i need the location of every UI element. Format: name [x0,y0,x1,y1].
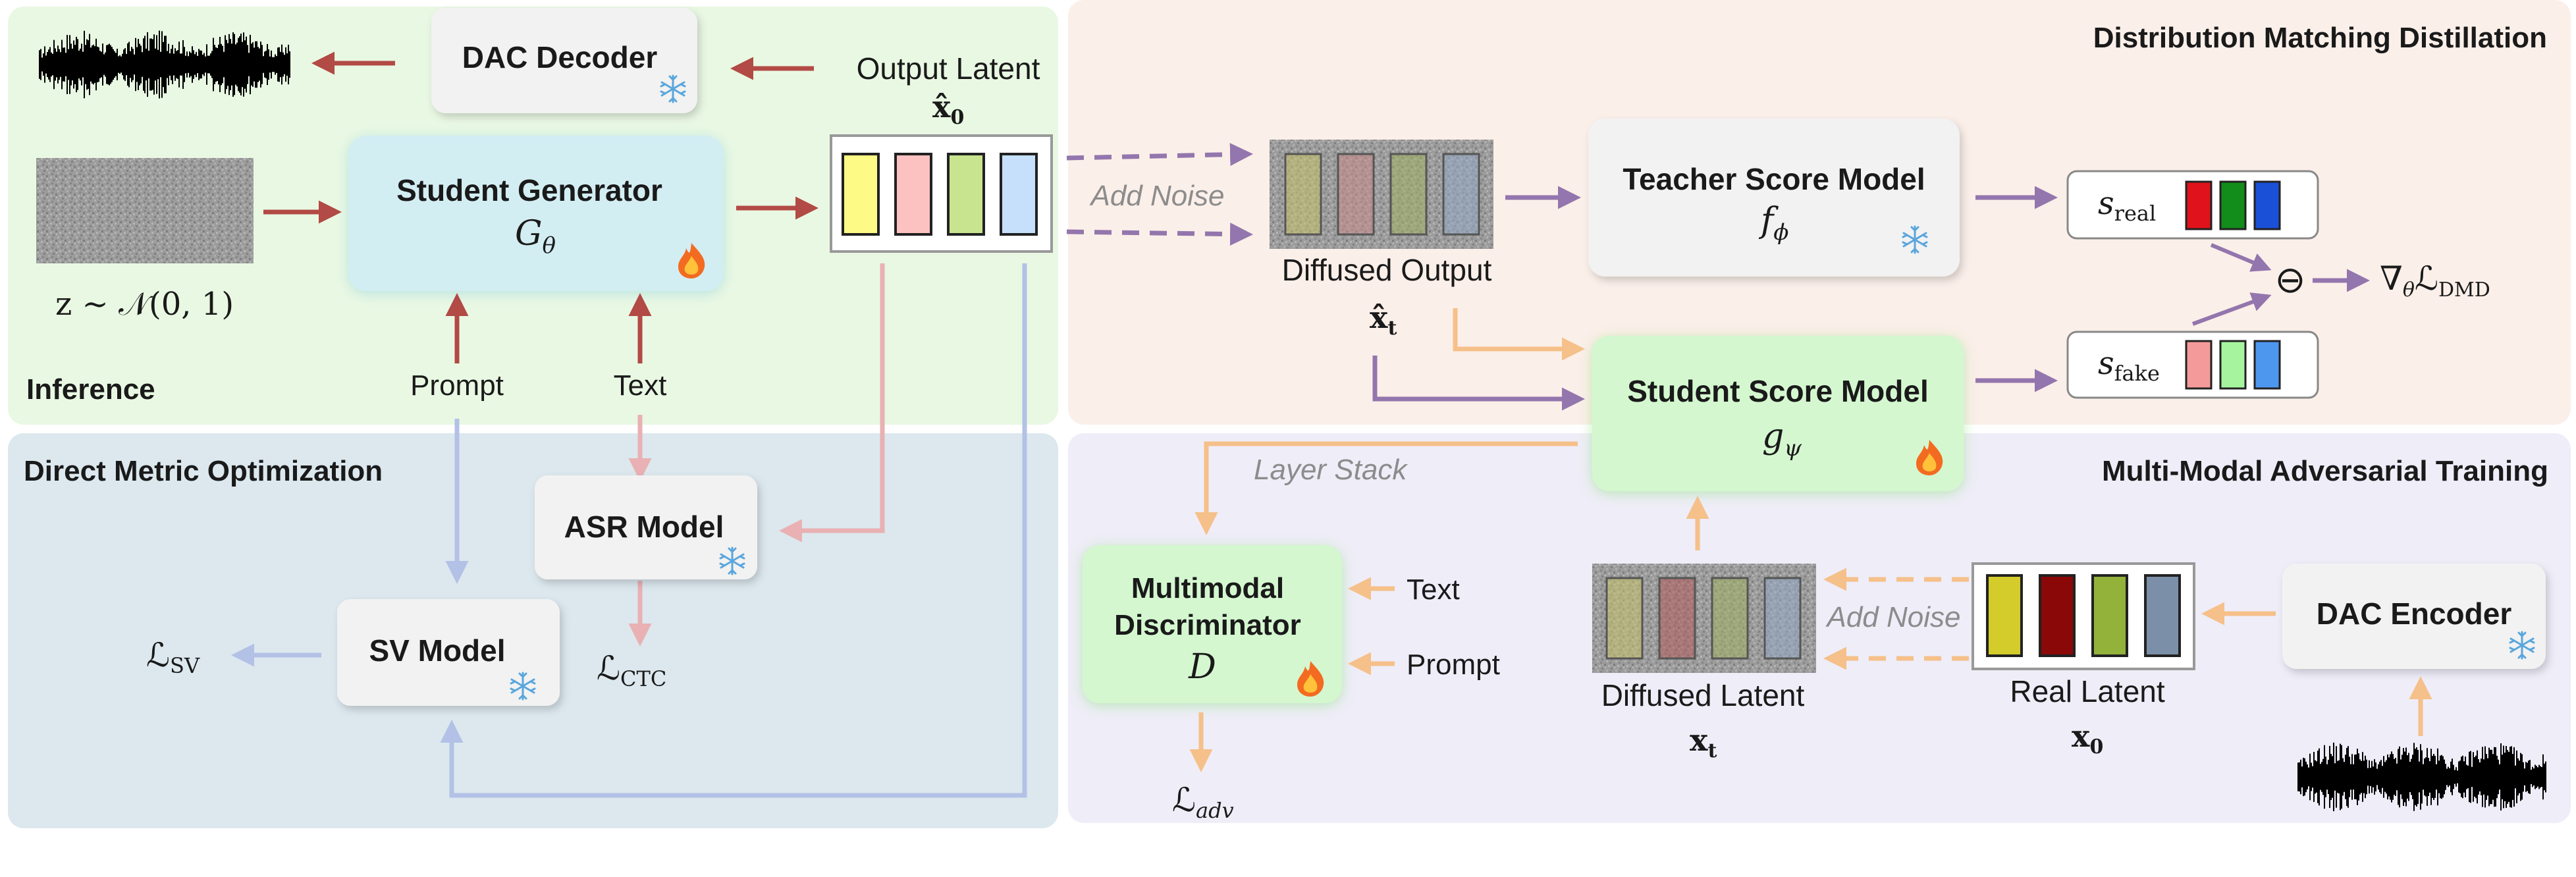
adv-loss-label: ℒadv [1172,781,1234,823]
inference-region-title: Inference [26,373,155,406]
output-waveform [39,30,290,99]
s-real-box: sreal [2066,170,2319,240]
real-latent-cell-3 [2091,574,2128,657]
diffused-cell-1 [1284,153,1322,236]
teacher-score-block: Teacher Score Model fϕ [1588,119,1960,277]
diffused-cell-3 [1389,153,1428,236]
student-score-title: Student Score Model [1627,374,1928,408]
diffused-latent-group: Diffused Latent xt [1592,564,1816,762]
layer-stack-arrow [1194,441,1578,535]
dac-encoder-block: DAC Encoder [2282,564,2546,669]
asr-feedback-line [779,263,885,543]
diffused-latent-cell-1 [1605,577,1644,660]
s-real-label: sreal [2098,185,2156,226]
noise-input-image [36,158,254,263]
waveform-path [39,30,290,99]
latent-cell-3 [947,153,985,236]
asr-model-title: ASR Model [564,510,724,544]
add-noise-arrow-upper [1066,143,1253,167]
output-latent-symbol: x̂0 [932,89,964,129]
student-generator-title: Student Generator [396,173,662,207]
noise-input-label: z ∼ 𝒩(0, 1) [55,286,234,323]
sv-loss-label: ℒSV [146,636,200,678]
discriminator-symbol: D [1188,647,1216,687]
layer-stack-label: Layer Stack [1254,454,1408,486]
diffused-latent-cell-4 [1763,577,1802,660]
add-noise-arrow-lower [1066,223,1253,246]
real-latent-symbol: x0 [2072,718,2103,758]
discriminator-title-line2: Discriminator [1114,609,1301,641]
diffused-cell-2 [1337,153,1375,236]
sv-feedback-line [440,263,1027,798]
s-fake-box: sfake [2066,331,2319,399]
s-fake-label: sfake [2098,345,2160,386]
real-latent-cell-2 [2039,574,2076,657]
s-real-cell-1 [2185,180,2213,230]
real-latent-cell-1 [1986,574,2023,657]
diffused-latent-cell-3 [1711,577,1749,660]
ctc-loss-label: ℒCTC [597,649,666,691]
latent-cell-4 [1000,153,1038,236]
diffused-output-label: Diffused Output [1282,253,1492,287]
teacher-score-symbol: fϕ [1758,201,1788,246]
sv-model-title: SV Model [369,633,505,668]
s-fake-cell-1 [2185,340,2213,390]
mmat-region-title: Multi-Modal Adversarial Training [2102,455,2548,487]
student-score-block: Student Score Model gψ [1592,336,1964,491]
discriminator-block: Multimodal Discriminator D [1083,545,1342,703]
orange-to-student-arrow [1453,308,1585,361]
latent-cell-1 [842,153,880,236]
discriminator-text-label: Text [1407,573,1460,606]
student-score-symbol: gψ [1762,417,1802,462]
input-waveform [2297,742,2546,812]
asr-model-block: ASR Model [535,475,757,579]
dac-encoder-title: DAC Encoder [2317,597,2512,631]
real-latent-cell-4 [2144,574,2181,657]
sv-model-block: SV Model [337,599,560,706]
diffused-cell-4 [1442,153,1480,236]
s-real-cell-2 [2219,180,2247,230]
add-noise-label-top: Add Noise [1088,180,1224,212]
output-latent-label: Output Latent [857,51,1040,86]
s-fake-cell-2 [2219,340,2247,390]
discriminator-prompt-label: Prompt [1407,649,1500,681]
text-label: Text [614,369,667,402]
dac-decoder-block: DAC Decoder [431,8,697,113]
dmd-gradient-label: ∇θℒDMD [2380,259,2490,302]
real-latent-group: Real Latent x0 [1972,562,2195,758]
student-generator-block: Student Generator Gθ [349,136,723,291]
diffused-output-symbol: x̂t [1370,300,1397,340]
add-noise-label-bottom: Add Noise [1825,601,1960,633]
s-real-cell-3 [2253,180,2281,230]
teacher-score-title: Teacher Score Model [1623,162,1925,196]
sreal-to-minus-arrow [2210,243,2272,272]
latent-cell-2 [894,153,932,236]
waveform-path [2297,742,2546,812]
mmat-region [1068,433,2571,823]
diffused-output-group: Diffused Output x̂t [1270,140,1493,340]
diffused-to-student-arrow [1372,356,1585,411]
minus-operator: ⊖ [2275,259,2306,300]
prompt-label: Prompt [410,369,504,402]
discriminator-title-line1: Multimodal [1131,572,1284,604]
real-latent-label: Real Latent [2010,674,2164,708]
output-latent-group: Output Latent x̂0 [830,51,1053,253]
dac-decoder-title: DAC Decoder [462,40,658,74]
student-generator-symbol: Gθ [515,214,556,259]
diffused-latent-symbol: xt [1690,722,1717,762]
s-fake-cell-3 [2253,340,2281,390]
dmo-region-title: Direct Metric Optimization [24,455,383,487]
diffused-latent-cell-2 [1658,577,1696,660]
diffused-latent-label: Diffused Latent [1601,678,1805,712]
sfake-to-minus-arrow [2191,292,2272,326]
dmd-region-title: Distribution Matching Distillation [2093,22,2547,54]
